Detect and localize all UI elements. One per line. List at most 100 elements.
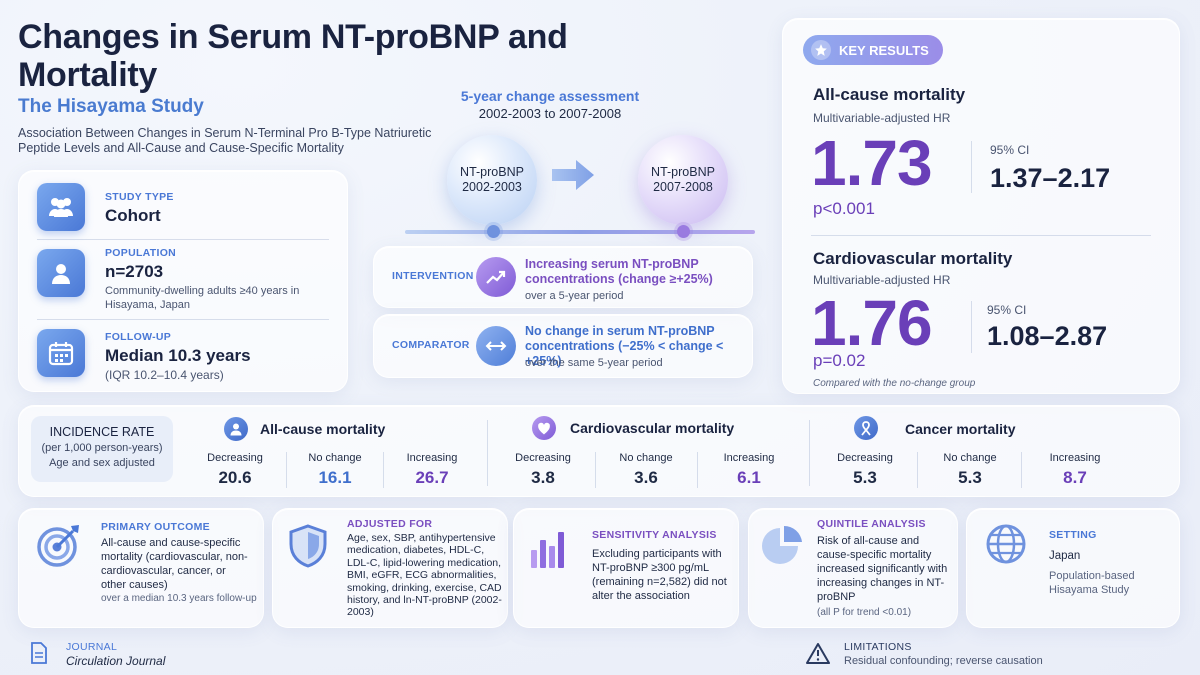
- population-label: POPULATION: [105, 247, 177, 259]
- page-description: Association Between Changes in Serum N-T…: [18, 126, 432, 155]
- quintile-text: Risk of all-cause and cause-specific mor…: [817, 535, 948, 603]
- people-icon: [37, 183, 85, 231]
- timeline-dot-end: [677, 225, 690, 238]
- sensitivity-card: SENSITIVITY ANALYSIS Excluding participa…: [513, 508, 739, 628]
- inc-2-value-1: 5.3: [958, 468, 982, 487]
- incidence-unit: (per 1,000 person-years): [41, 442, 163, 454]
- incidence-label-box: INCIDENCE RATE (per 1,000 person-years) …: [31, 416, 173, 482]
- population-note: Community-dwelling adults ≥40 years in H…: [105, 285, 300, 311]
- inc-1-value-2: 6.1: [737, 468, 761, 487]
- all-cause-ci: 1.37–2.17: [990, 163, 1111, 193]
- cv-ci-label: 95% CI: [987, 303, 1027, 317]
- inc-2-label-1: No change: [943, 452, 997, 464]
- all-cause-hr: 1.73: [811, 127, 933, 199]
- intervention-note: over a 5-year period: [525, 290, 624, 302]
- journal-value: Circulation Journal: [66, 654, 166, 668]
- bar-chart-icon: [526, 525, 572, 571]
- sphere-2002-2003: NT-proBNP 2002-2003: [447, 135, 537, 225]
- primary-outcome-card: PRIMARY OUTCOME All-cause and cause-spec…: [18, 508, 264, 628]
- key-results-label: KEY RESULTS: [839, 42, 929, 58]
- setting-label: SETTING: [1049, 529, 1097, 541]
- sensitivity-label: SENSITIVITY ANALYSIS: [592, 529, 717, 541]
- key-results-footnote: Compared with the no-change group: [813, 378, 976, 389]
- quintile-note: (all P for trend <0.01): [817, 607, 912, 618]
- inc-1-label-0: Decreasing: [515, 452, 571, 464]
- target-icon: [35, 523, 81, 569]
- incidence-title: INCIDENCE RATE: [49, 425, 155, 439]
- timeline: [405, 230, 755, 234]
- timeline-dot-start: [487, 225, 500, 238]
- primary-outcome-note: over a median 10.3 years follow-up: [101, 593, 257, 604]
- inc-1-label-2: Increasing: [723, 452, 775, 464]
- all-cause-p: p<0.001: [813, 199, 875, 218]
- quintile-card: QUINTILE ANALYSIS Risk of all-cause and …: [748, 508, 958, 628]
- cv-subtitle: Multivariable-adjusted HR: [813, 273, 951, 287]
- sensitivity-text: Excluding participants with NT-proBNP ≥3…: [592, 548, 727, 602]
- primary-outcome-text: All-cause and cause-specific mortality (…: [101, 537, 248, 591]
- follow-up-value: Median 10.3 years: [105, 346, 251, 365]
- inc-2-label-0: Decreasing: [837, 452, 893, 464]
- all-cause-ci-label: 95% CI: [990, 143, 1030, 157]
- inc-group-1-name: Cardiovascular mortality: [570, 420, 735, 436]
- inc-2-value-0: 5.3: [853, 468, 877, 487]
- document-icon: [30, 642, 48, 669]
- assessment-period: 2002-2003 to 2007-2008: [478, 106, 622, 121]
- page-subtitle: The Hisayama Study: [18, 96, 204, 117]
- cv-title: Cardiovascular mortality: [813, 249, 1013, 268]
- cv-p: p=0.02: [813, 351, 866, 370]
- comparator-note: over the same 5-year period: [525, 357, 663, 369]
- follow-up-label: FOLLOW-UP: [105, 331, 172, 343]
- swap-arrows-icon: [476, 326, 516, 366]
- arrow-right-icon: [552, 160, 594, 195]
- person-icon: [37, 249, 85, 297]
- inc-0-label-1: No change: [308, 452, 362, 464]
- study-info-card: STUDY TYPE Cohort POPULATION n=2703 Comm…: [18, 170, 348, 392]
- heart-icon: [532, 416, 556, 440]
- key-results-pill: KEY RESULTS: [803, 35, 943, 65]
- journal-label: JOURNAL: [66, 641, 118, 653]
- sphere-2007-2008: NT-proBNP 2007-2008: [638, 135, 728, 225]
- population-value: n=2703: [105, 262, 164, 281]
- warning-icon: [806, 642, 830, 669]
- adjusted-for-card: ADJUSTED FOR Age, sex, SBP, antihyperten…: [272, 508, 508, 628]
- inc-1-value-1: 3.6: [634, 468, 658, 487]
- comparator-label: COMPARATOR: [392, 339, 470, 351]
- study-type-label: STUDY TYPE: [105, 191, 174, 203]
- page-title: Changes in Serum NT-proBNP and Mortality: [18, 18, 568, 94]
- intervention-main: Increasing serum NT-proBNP concentration…: [525, 257, 713, 286]
- primary-outcome-label: PRIMARY OUTCOME: [101, 521, 210, 533]
- inc-0-value-2: 26.7: [415, 468, 449, 487]
- inc-1-label-1: No change: [619, 452, 673, 464]
- inc-1-value-0: 3.8: [531, 468, 555, 487]
- inc-2-value-2: 8.7: [1063, 468, 1087, 487]
- key-results-card: KEY RESULTS All-cause mortality Multivar…: [782, 18, 1180, 394]
- person-circle-icon: [224, 417, 248, 441]
- comparator-main: No change in serum NT-proBNP concentrati…: [525, 324, 724, 368]
- globe-icon: [983, 521, 1029, 567]
- pie-chart-icon: [759, 523, 805, 569]
- trending-up-icon: [476, 257, 516, 297]
- inc-0-label-0: Decreasing: [207, 452, 263, 464]
- all-cause-subtitle: Multivariable-adjusted HR: [813, 111, 951, 125]
- cv-hr: 1.76: [811, 287, 933, 359]
- study-type-value: Cohort: [105, 206, 161, 225]
- inc-0-value-0: 20.6: [218, 468, 252, 487]
- all-cause-title: All-cause mortality: [813, 85, 966, 104]
- intervention-label: INTERVENTION: [392, 270, 474, 282]
- adjusted-for-text: Age, sex, SBP, antihypertensive medicati…: [347, 532, 502, 619]
- setting-value: Japan: [1049, 550, 1081, 562]
- setting-note: Population-based Hisayama Study: [1049, 570, 1135, 596]
- star-icon: [811, 40, 831, 60]
- inc-group-0-name: All-cause mortality: [260, 421, 386, 437]
- cv-ci: 1.08–2.87: [987, 321, 1108, 351]
- inc-2-label-2: Increasing: [1049, 452, 1101, 464]
- shield-icon: [285, 523, 331, 569]
- intervention-card: INTERVENTION Increasing serum NT-proBNP …: [373, 246, 753, 308]
- adjusted-for-label: ADJUSTED FOR: [347, 518, 433, 530]
- inc-group-2-name: Cancer mortality: [905, 421, 1016, 437]
- comparator-card: COMPARATOR No change in serum NT-proBNP …: [373, 314, 753, 378]
- calendar-icon: [37, 329, 85, 377]
- limitations-label: LIMITATIONS: [844, 641, 912, 653]
- inc-0-value-1: 16.1: [318, 468, 352, 487]
- incidence-card: INCIDENCE RATE (per 1,000 person-years) …: [18, 405, 1180, 497]
